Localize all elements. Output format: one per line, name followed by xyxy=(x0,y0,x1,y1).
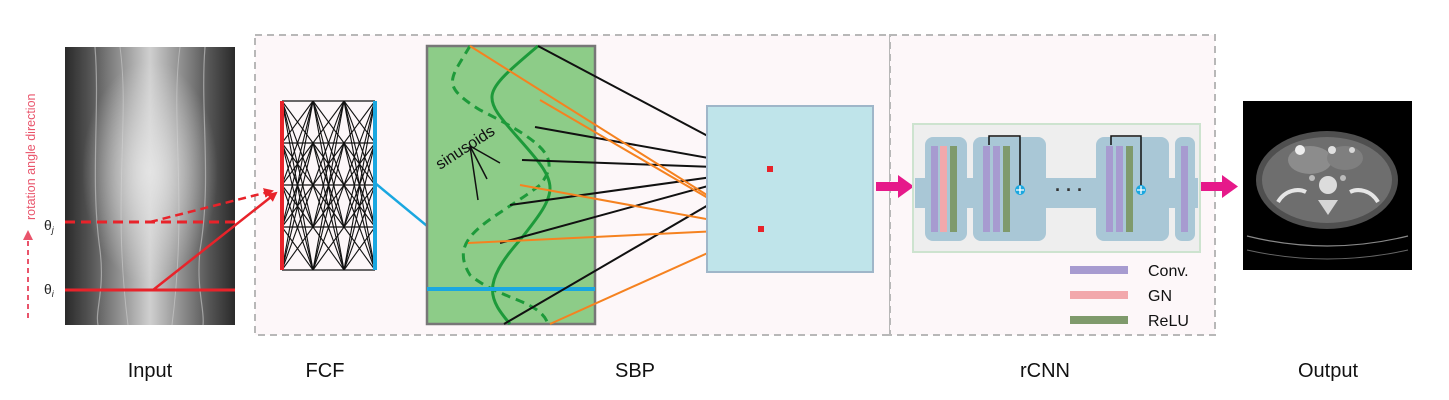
sinusoid-pointer xyxy=(469,145,488,180)
fcf-connection xyxy=(281,226,314,271)
fcf-connection xyxy=(343,226,376,271)
fcf-connection xyxy=(343,100,376,144)
relu-layer-bar xyxy=(1126,146,1133,232)
fcf-connection xyxy=(312,142,345,271)
skip-connection-1 xyxy=(988,135,1021,186)
fcf-connection xyxy=(281,100,314,144)
gn-layer-bar xyxy=(940,146,947,232)
legend-label: GN xyxy=(1148,288,1172,305)
stage-label-output: Output xyxy=(1298,360,1358,382)
arrow-to-output xyxy=(1200,175,1238,198)
rotation-angle-label: rotation angle direction xyxy=(24,93,38,220)
stage-label-fcf: FCF xyxy=(306,360,345,382)
image-pixel-lower xyxy=(758,226,764,232)
fcf-connection xyxy=(281,142,314,271)
sinusoid-pointer xyxy=(469,145,479,201)
stage-label-input: Input xyxy=(128,360,173,382)
stage-label-sbp: SBP xyxy=(615,360,655,382)
input-sinogram xyxy=(65,46,235,326)
theta-j-label: θj xyxy=(44,217,55,235)
fcf-connection xyxy=(343,100,376,228)
legend-label: ReLU xyxy=(1148,313,1189,330)
relu-layer-bar xyxy=(1003,146,1010,232)
legend-label: Conv. xyxy=(1148,263,1189,280)
conv-layer-bar xyxy=(1181,146,1188,232)
legend-swatch xyxy=(1070,316,1128,324)
conv-layer-bar xyxy=(993,146,1000,232)
conv-layer-bar xyxy=(1116,146,1123,232)
conv-layer-bar xyxy=(931,146,938,232)
sum-node-icon xyxy=(1136,185,1146,195)
sum-node-icon xyxy=(1015,185,1025,195)
fcf-connection xyxy=(312,226,345,271)
image-pixel-upper xyxy=(767,166,773,172)
image-domain xyxy=(706,105,874,273)
rotation-direction-indicator: rotation angle direction xyxy=(23,93,38,318)
fcf-network xyxy=(281,100,376,271)
solid-red-arrow xyxy=(152,191,278,291)
fcf-connection xyxy=(312,100,345,228)
fcf-connection xyxy=(312,100,345,144)
arrow-to-rcnn xyxy=(876,175,914,198)
rcnn-ellipsis: · · · xyxy=(1055,180,1083,200)
stage-label-rcnn: rCNN xyxy=(1020,360,1070,382)
conv-layer-bar xyxy=(1106,146,1113,232)
output-ct-image xyxy=(1243,101,1412,270)
skip-connection-2 xyxy=(1110,135,1142,186)
legend-swatch xyxy=(1070,266,1128,274)
rcnn-legend: Conv. GN ReLU xyxy=(1070,263,1189,330)
rcnn-block: · · · xyxy=(912,123,1201,253)
sinusoid-pointer xyxy=(469,145,501,164)
theta-i-label: θi xyxy=(44,281,55,299)
fcf-connection xyxy=(343,142,376,271)
conv-layer-bar xyxy=(983,146,990,232)
dashed-red-arrow xyxy=(149,188,274,224)
relu-layer-bar xyxy=(950,146,957,232)
legend-swatch xyxy=(1070,291,1128,299)
sbp-projection-domain xyxy=(425,44,597,326)
fcf-connection xyxy=(281,100,314,228)
